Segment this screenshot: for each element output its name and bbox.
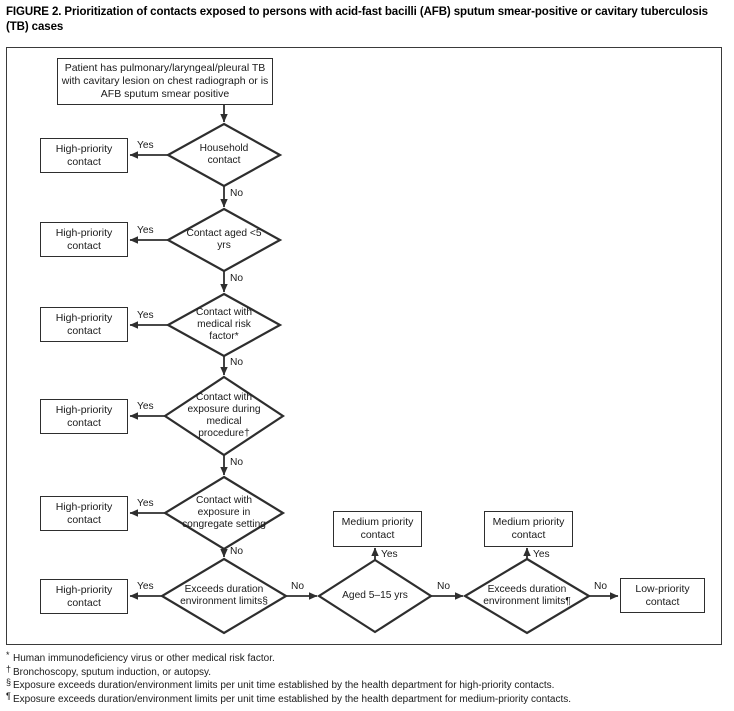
node-start: Patient has pulmonary/laryngeal/pleural … xyxy=(57,58,273,105)
node-low-priority: Low-priority contact xyxy=(620,578,705,613)
edge-label-yes-1: Yes xyxy=(137,140,154,151)
node-high-priority-5-label: High-priority contact xyxy=(55,500,113,526)
node-medium-priority-2-label: Medium priority contact xyxy=(492,516,565,541)
edge-label-no-4: No xyxy=(230,457,244,468)
footnote-2: †Bronchoscopy, sputum induction, or auto… xyxy=(6,663,726,680)
node-high-priority-6: High-priority contact xyxy=(40,579,128,614)
node-high-priority-3: High-priority contact xyxy=(40,307,128,342)
decision-contact-aged-under-5: Contact aged <5 yrs xyxy=(168,209,280,271)
footnote-1-text: Human immunodeficiency virus or other me… xyxy=(13,653,275,664)
decision-exceeds-limits-medium-label: Exceeds duration environment limits¶ xyxy=(483,583,571,607)
edge-label-yes-2: Yes xyxy=(137,225,154,236)
edge-label-no-1: No xyxy=(230,188,244,199)
edge-label-yes-6: Yes xyxy=(137,581,154,592)
footnote-3-marker: § xyxy=(6,677,12,687)
footnote-2-text: Bronchoscopy, sputum induction, or autop… xyxy=(13,666,212,678)
node-start-label: Patient has pulmonary/laryngeal/pleural … xyxy=(61,62,269,100)
edge-label-no-2: No xyxy=(230,273,244,284)
decision-contact-aged-under-5-label: Contact aged <5 yrs xyxy=(186,227,262,251)
decision-exceeds-limits-high: Exceeds duration environment limits§ xyxy=(162,559,286,633)
decision-exposure-congregate-setting: Contact with exposure in congregate sett… xyxy=(165,477,283,549)
footnote-2-marker: † xyxy=(6,663,12,674)
edge-label-yes-8: Yes xyxy=(533,549,550,560)
node-high-priority-2: High-priority contact xyxy=(40,222,128,257)
decision-aged-5-15: Aged 5–15 yrs xyxy=(319,560,431,632)
decision-medical-risk-factor-label: Contact with medical risk factor* xyxy=(195,306,253,343)
edge-label-yes-4: Yes xyxy=(137,401,154,412)
decision-exceeds-limits-high-label: Exceeds duration environment limits§ xyxy=(180,583,268,607)
decision-household-contact-label: Household contact xyxy=(199,142,249,166)
node-high-priority-4-label: High-priority contact xyxy=(55,403,113,429)
edge-label-no-6: No xyxy=(291,581,305,592)
edge-label-yes-5: Yes xyxy=(137,498,154,509)
node-medium-priority-2: Medium priority contact xyxy=(484,511,573,547)
node-high-priority-3-label: High-priority contact xyxy=(55,311,113,337)
node-high-priority-2-label: High-priority contact xyxy=(55,226,113,252)
node-high-priority-1-label: High-priority contact xyxy=(55,142,113,168)
footnote-3-text: Exposure exceeds duration/environment li… xyxy=(13,680,555,691)
decision-exposure-medical-procedure-label: Contact with exposure during medical pro… xyxy=(187,391,261,440)
edge-label-yes-3: Yes xyxy=(137,310,154,321)
footnote-4: ¶Exposure exceeds duration/environment l… xyxy=(6,690,726,707)
footnotes: *Human immunodeficiency virus or other m… xyxy=(6,650,726,707)
figure-title: FIGURE 2. Prioritization of contacts exp… xyxy=(6,6,708,33)
node-high-priority-5: High-priority contact xyxy=(40,496,128,531)
figure-frame xyxy=(6,47,722,645)
decision-exposure-congregate-setting-label: Contact with exposure in congregate sett… xyxy=(182,494,266,531)
decision-household-contact: Household contact xyxy=(168,124,280,186)
node-high-priority-6-label: High-priority contact xyxy=(55,583,113,609)
edge-label-yes-7: Yes xyxy=(381,549,398,560)
edge-label-no-5: No xyxy=(230,546,244,557)
footnote-1: *Human immunodeficiency virus or other m… xyxy=(6,650,726,666)
node-high-priority-4: High-priority contact xyxy=(40,399,128,434)
footnote-4-marker: ¶ xyxy=(6,690,11,701)
decision-exceeds-limits-medium: Exceeds duration environment limits¶ xyxy=(465,559,589,633)
footnote-1-marker: * xyxy=(6,650,10,660)
edge-label-no-8: No xyxy=(594,581,608,592)
decision-aged-5-15-label: Aged 5–15 yrs xyxy=(342,589,408,601)
node-medium-priority-1: Medium priority contact xyxy=(333,511,422,547)
decision-medical-risk-factor: Contact with medical risk factor* xyxy=(168,294,280,356)
decision-exposure-medical-procedure: Contact with exposure during medical pro… xyxy=(165,377,283,455)
footnote-3: §Exposure exceeds duration/environment l… xyxy=(6,677,726,693)
edge-label-no-3: No xyxy=(230,357,244,368)
node-high-priority-1: High-priority contact xyxy=(40,138,128,173)
node-low-priority-label: Low-priority contact xyxy=(635,582,690,608)
node-medium-priority-1-label: Medium priority contact xyxy=(341,516,414,541)
footnote-4-text: Exposure exceeds duration/environment li… xyxy=(13,693,572,705)
edge-label-no-7: No xyxy=(437,581,451,592)
